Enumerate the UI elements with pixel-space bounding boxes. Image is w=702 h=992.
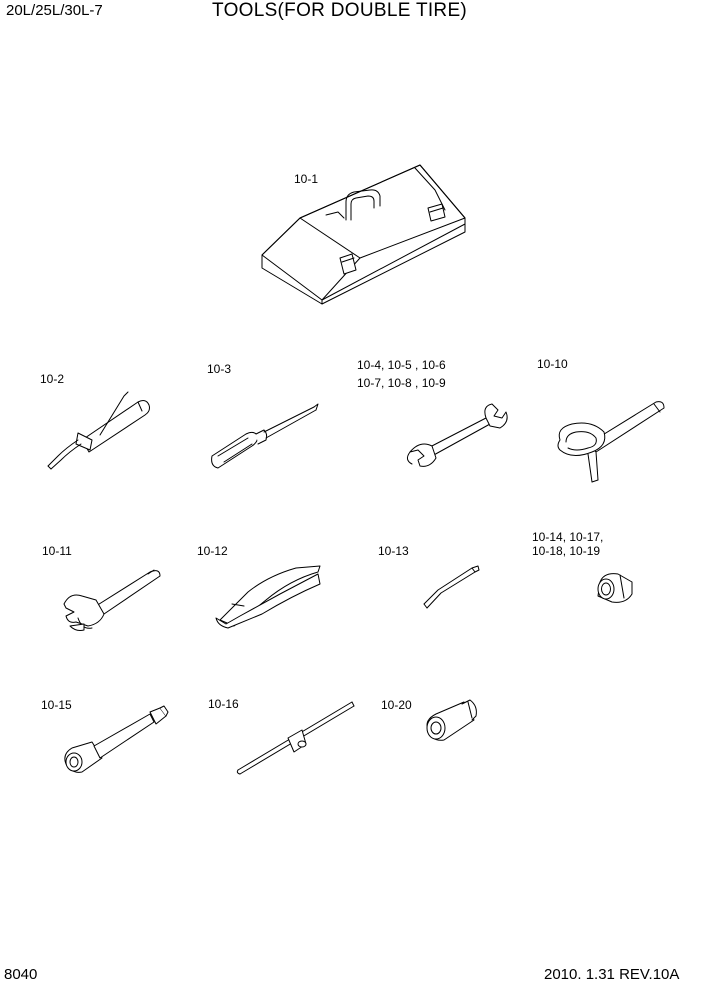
part-label-10-10: 10-10 [537,357,568,371]
part-label-10-14-line1: 10-14, 10-17, [532,530,604,544]
socket-icon [597,573,633,603]
filter-wrench-icon [557,401,665,483]
socket-extension-icon [64,705,169,773]
part-label-10-16: 10-16 [208,697,239,711]
part-label-10-1: 10-1 [294,172,319,186]
part-label-10-13: 10-13 [378,544,409,558]
part-label-10-3: 10-3 [207,362,232,376]
part-label-10-2: 10-2 [40,372,65,386]
model-designation: 20L/25L/30L-7 [6,2,103,19]
pliers-icon [215,565,321,629]
page-number: 8040 [4,966,38,983]
part-label-10-14-line2: 10-18, 10-19 [532,544,601,558]
part-label-10-12: 10-12 [197,544,228,558]
page-title: TOOLS(FOR DOUBLE TIRE) [212,0,468,21]
toolbox-icon [261,164,466,305]
bent-rod-icon [423,565,480,609]
part-label-10-15: 10-15 [41,698,72,712]
grease-gun-icon [47,391,150,470]
open-end-wrench-icon [406,403,508,467]
t-handle-icon [236,701,355,775]
revision-date: 2010. 1.31 REV.10A [544,966,680,983]
part-label-10-11: 10-11 [42,544,72,558]
adjustable-wrench-icon [63,569,161,631]
screwdriver-icon [211,403,319,469]
part-label-10-20: 10-20 [381,698,412,712]
part-label-10-4-line2: 10-7, 10-8 , 10-9 [357,376,446,390]
deep-socket-icon [426,699,477,741]
part-label-10-4-line1: 10-4, 10-5 , 10-6 [357,358,446,372]
